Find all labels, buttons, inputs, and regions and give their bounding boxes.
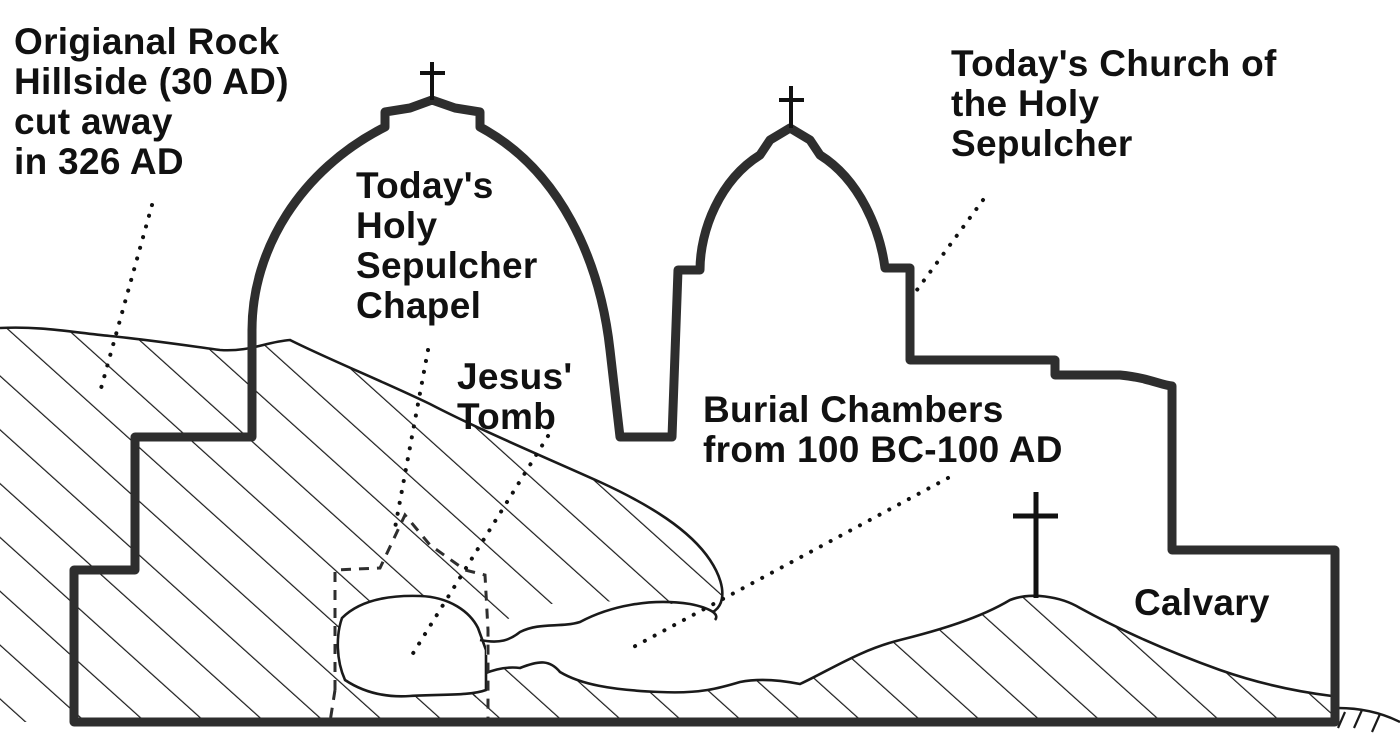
lower-rock-bed: [469, 594, 1400, 733]
label-original-rock-hillside: Origianal Rock Hillside (30 AD) cut away…: [14, 22, 289, 182]
label-line: Hillside (30 AD): [14, 61, 289, 102]
label-jesus-tomb: Jesus' Tomb: [457, 357, 573, 437]
leader-chapel: [393, 348, 430, 530]
label-line: Tomb: [457, 396, 557, 437]
label-line: Calvary: [1134, 582, 1270, 623]
label-line: Today's: [356, 165, 494, 206]
label-line: Jesus': [457, 356, 573, 397]
original-rock-hillside: [0, 326, 724, 722]
hillside-top-outline: [0, 326, 724, 617]
label-line: Holy: [356, 205, 438, 246]
church-walls: [69, 95, 1340, 727]
label-line: Origianal Rock: [14, 21, 280, 62]
label-holy-sepulcher-chapel: Today's Holy Sepulcher Chapel: [356, 166, 538, 326]
outside-ground-line: [1337, 706, 1400, 724]
label-church-of-holy-sepulcher: Today's Church of the Holy Sepulcher: [951, 44, 1277, 164]
outside-hatch-2: [1352, 709, 1364, 729]
cross-calvary-icon: [1013, 492, 1058, 598]
label-line: in 326 AD: [14, 141, 184, 182]
leader-church: [912, 198, 985, 296]
outside-hatch-3: [1370, 713, 1382, 733]
label-line: cut away: [14, 101, 173, 142]
label-line: Burial Chambers: [703, 389, 1004, 430]
outside-hatch-1: [1336, 711, 1347, 729]
label-burial-chambers: Burial Chambers from 100 BC-100 AD: [703, 390, 1063, 470]
hillside-hatch-fill: [0, 327, 723, 722]
burial-chamber-outline: [479, 600, 718, 643]
church-building-outline: [69, 95, 1340, 727]
leader-lines: [98, 198, 985, 657]
chapel-dashed-outline: [328, 512, 490, 723]
label-line: Sepulcher: [951, 123, 1133, 164]
jesus-tomb-cavity: [336, 594, 488, 698]
label-line: the Holy: [951, 83, 1100, 124]
label-line: from 100 BC-100 AD: [703, 429, 1063, 470]
label-line: Sepulcher: [356, 245, 538, 286]
cross-right-dome-icon: [779, 86, 804, 128]
calvary-hill-outline: [469, 594, 1333, 698]
label-line: Today's Church of: [951, 43, 1277, 84]
label-line: Chapel: [356, 285, 482, 326]
tomb-cavities: [328, 512, 721, 723]
label-calvary: Calvary: [1134, 583, 1270, 623]
leader-rock: [98, 203, 154, 394]
burial-chamber-cavity: [486, 603, 721, 655]
leader-tomb: [410, 434, 550, 657]
cross-icon: [420, 62, 445, 100]
